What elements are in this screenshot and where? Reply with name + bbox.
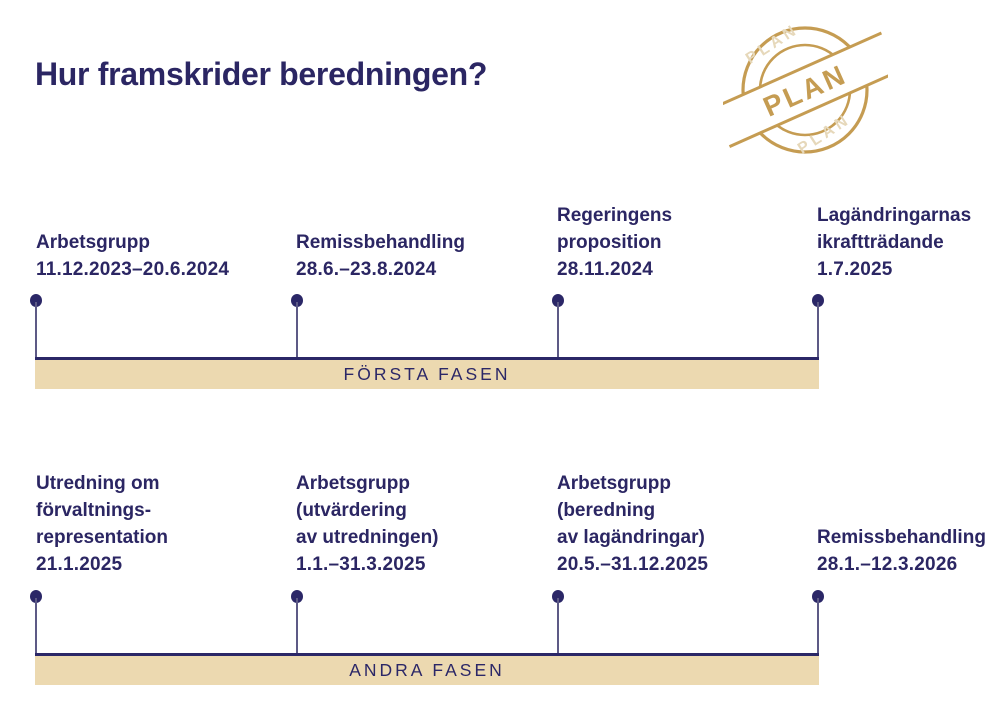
timeline-stem [296, 598, 298, 654]
milestone-label: Arbetsgrupp (utvärdering av utredningen)… [296, 470, 439, 578]
milestone-title: av lagändringar) [557, 527, 705, 548]
milestone-title: (beredning [557, 500, 656, 521]
timeline-stem [296, 302, 298, 358]
phase-name: FÖRSTA FASEN [343, 364, 511, 384]
milestone-title: Arbetsgrupp [36, 232, 150, 253]
timeline-stem [35, 598, 37, 654]
timeline-dot [30, 590, 42, 603]
timeline-dot [552, 590, 564, 603]
timeline-axis [35, 357, 819, 360]
milestone-title: (utvärdering [296, 500, 407, 521]
timeline-stem [35, 302, 37, 358]
milestone-title: Lagändringarnas [817, 205, 972, 226]
timeline-dot [30, 294, 42, 307]
milestone-title: Arbetsgrupp [557, 473, 671, 494]
milestone-title: av utredningen) [296, 527, 439, 548]
milestone-date: 28.1.–12.3.2026 [817, 554, 958, 575]
milestone-title: proposition [557, 232, 662, 253]
milestone-title: Regeringens [557, 205, 673, 226]
timeline-stem [557, 302, 559, 358]
timeline-dot [552, 294, 564, 307]
milestone-title: Utredning om [36, 473, 160, 494]
milestone-label: Utredning om förvaltnings- representatio… [36, 470, 168, 578]
timeline-dot [291, 294, 303, 307]
timeline-stem [817, 302, 819, 358]
milestone-date: 28.6.–23.8.2024 [296, 259, 437, 280]
milestone-label: Remissbehandling 28.1.–12.3.2026 [817, 524, 986, 578]
plan-stamp-icon: PLAN PLAN PLAN [707, 8, 904, 173]
milestone-label: Lagändringarnas ikraftträdande 1.7.2025 [817, 202, 971, 283]
stamp-band: PLAN [707, 31, 904, 149]
page-title: Hur framskrider beredningen? [35, 56, 488, 92]
timeline-stem [557, 598, 559, 654]
timeline-stem [817, 598, 819, 654]
milestone-title: Remissbehandling [817, 527, 986, 548]
milestone-date: 1.1.–31.3.2025 [296, 554, 426, 575]
milestone-date: 21.1.2025 [36, 554, 123, 575]
phase-bar-second: ANDRA FASEN [35, 656, 819, 685]
phase-bar-first: FÖRSTA FASEN [35, 360, 819, 389]
milestone-label: Regeringens proposition 28.11.2024 [557, 202, 672, 283]
milestone-date: 28.11.2024 [557, 259, 654, 280]
milestone-title: Arbetsgrupp [296, 473, 410, 494]
timeline-axis [35, 653, 819, 656]
milestone-label: Arbetsgrupp (beredning av lagändringar) … [557, 470, 708, 578]
milestone-date: 1.7.2025 [817, 259, 893, 280]
milestone-label: Remissbehandling 28.6.–23.8.2024 [296, 229, 465, 283]
phase-name: ANDRA FASEN [349, 660, 505, 680]
milestone-title: förvaltnings- [36, 500, 152, 521]
timeline-dot [291, 590, 303, 603]
plan-stamp-svg: PLAN PLAN PLAN [707, 21, 904, 158]
timeline-dot [812, 294, 824, 307]
milestone-date: 11.12.2023–20.6.2024 [36, 259, 230, 280]
timeline-dot [812, 590, 824, 603]
milestone-title: representation [36, 527, 168, 548]
milestone-date: 20.5.–31.12.2025 [557, 554, 709, 575]
milestone-title: Remissbehandling [296, 232, 465, 253]
milestone-label: Arbetsgrupp 11.12.2023–20.6.2024 [36, 229, 229, 283]
milestone-title: ikraftträdande [817, 232, 944, 253]
